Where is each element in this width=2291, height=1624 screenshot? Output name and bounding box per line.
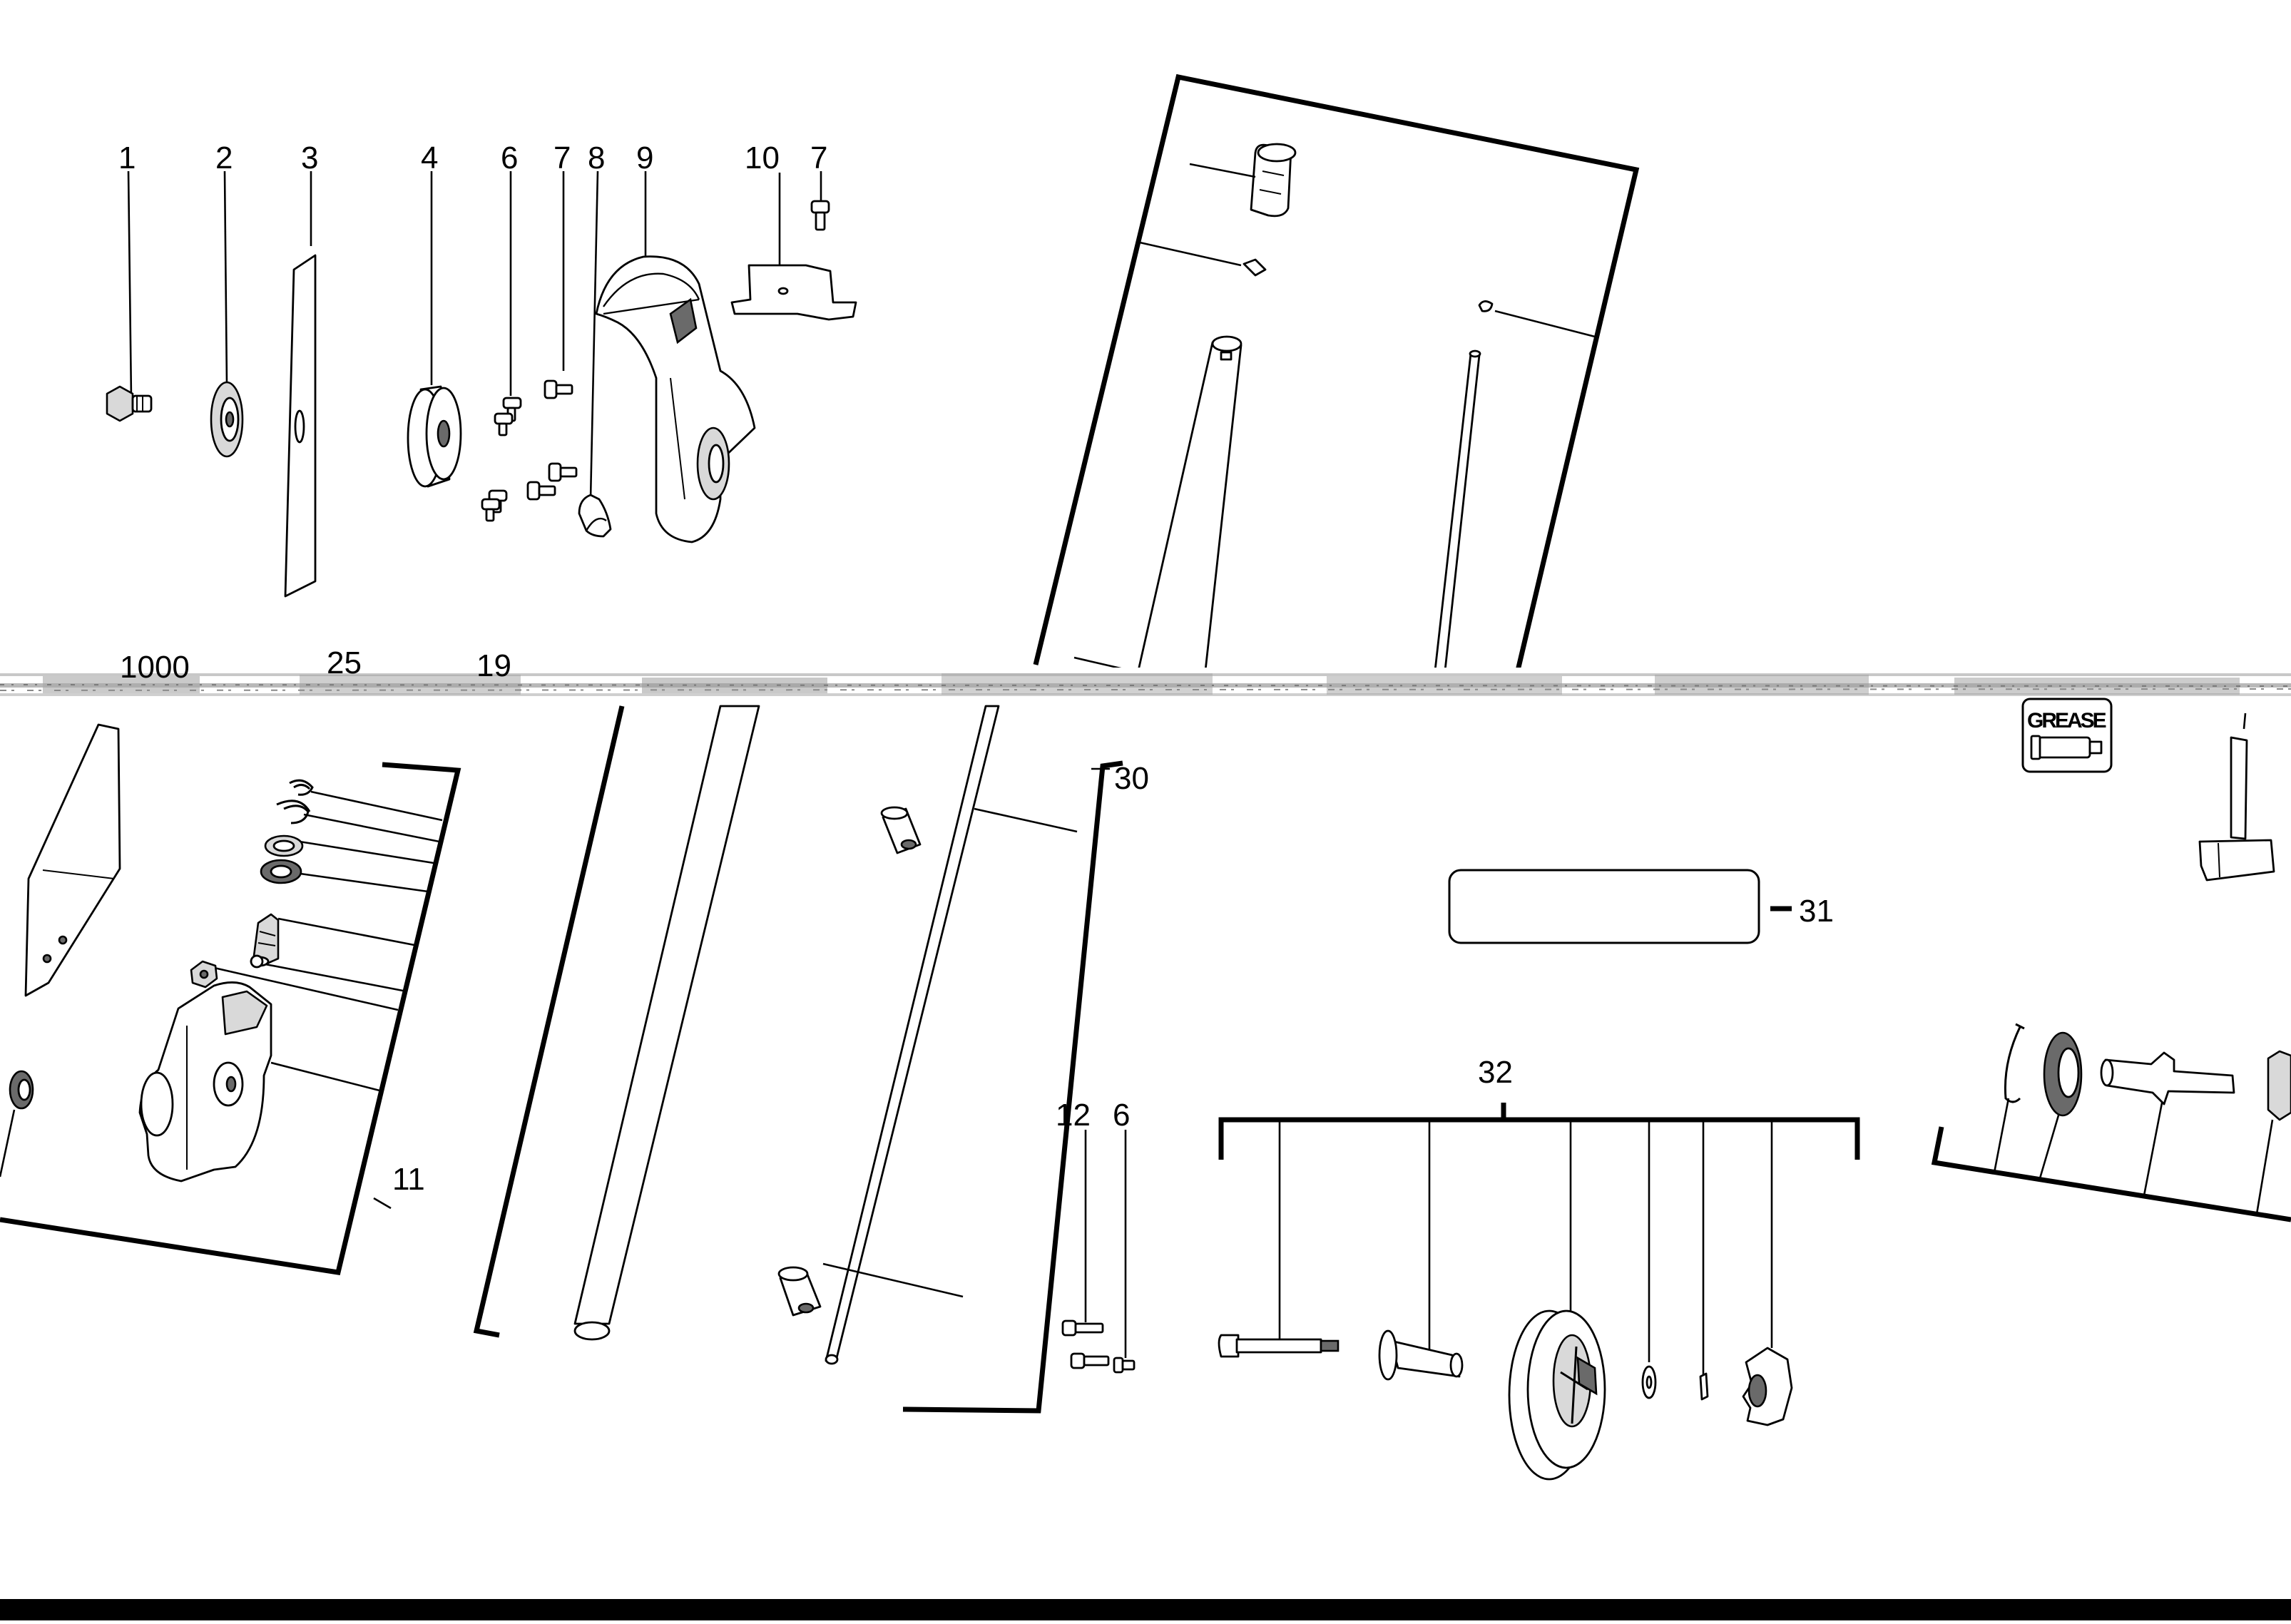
screws-part-6 bbox=[481, 397, 522, 522]
gearbox-plate bbox=[24, 723, 121, 997]
lower-rod bbox=[822, 705, 1078, 1365]
callout-12: 12 bbox=[1056, 1098, 1091, 1133]
callout-7-right: 7 bbox=[810, 141, 827, 175]
shaft-assembly-bracket-bottom bbox=[473, 705, 1123, 1414]
hex-wrench-part bbox=[2198, 713, 2275, 882]
callout-19: 19 bbox=[476, 648, 511, 683]
callout-32: 32 bbox=[1478, 1055, 1513, 1090]
callout-2: 2 bbox=[215, 141, 233, 175]
label-plate-part-31 bbox=[1448, 869, 1792, 944]
callout-1: 1 bbox=[118, 141, 136, 175]
callout-6-top: 6 bbox=[501, 141, 518, 175]
bolt-part-1 bbox=[106, 385, 153, 422]
callout-8: 8 bbox=[588, 141, 605, 175]
right-gear-assembly bbox=[1931, 1023, 2291, 1222]
callout-11: 11 bbox=[392, 1162, 425, 1197]
lower-tube bbox=[573, 705, 760, 1341]
callout-10: 10 bbox=[745, 141, 780, 175]
clip-part-8 bbox=[578, 494, 612, 538]
callout-25: 25 bbox=[327, 645, 362, 680]
bracket-part-10 bbox=[730, 264, 857, 321]
gearbox-leaders bbox=[210, 790, 443, 1093]
callout-numbers: 1 2 3 4 6 7 8 9 10 7 1000 25 19 11 30 31… bbox=[118, 141, 1834, 1197]
callout-leaders-top bbox=[127, 170, 822, 500]
edger-blade-part-3 bbox=[284, 254, 317, 598]
flange-washer-part-2 bbox=[210, 381, 244, 458]
grease-label: GREASE bbox=[2027, 709, 2106, 732]
callout-31: 31 bbox=[1799, 894, 1834, 929]
callout-4: 4 bbox=[421, 141, 438, 175]
wheel-kit-bracket-32 bbox=[1218, 1103, 1860, 1375]
gearbox-small-parts bbox=[0, 779, 314, 1178]
callout-30: 30 bbox=[1114, 761, 1149, 796]
gearbox-bracket bbox=[0, 762, 461, 1275]
callout-3: 3 bbox=[301, 141, 318, 175]
shaft-parts-top bbox=[1073, 143, 1596, 672]
callout-6-bottom: 6 bbox=[1113, 1098, 1130, 1133]
screws-part-7 bbox=[526, 200, 830, 501]
scan-noise-band bbox=[0, 668, 2291, 703]
gearbox-housing bbox=[138, 981, 272, 1183]
grease-icon: GREASE bbox=[2021, 698, 2113, 773]
screws-part-12-6 bbox=[1061, 1130, 1136, 1374]
callout-9: 9 bbox=[636, 141, 653, 175]
spacer-part-4 bbox=[407, 385, 462, 488]
callout-7-top: 7 bbox=[553, 141, 571, 175]
bottom-black-bar bbox=[0, 1599, 2291, 1620]
wheel-kit-parts bbox=[1218, 1309, 1793, 1481]
callout-1000: 1000 bbox=[120, 650, 190, 685]
rod-bushings bbox=[777, 806, 922, 1317]
blade-guard-part-9 bbox=[595, 255, 756, 543]
shaft-assembly-bracket-top bbox=[1033, 73, 1640, 671]
